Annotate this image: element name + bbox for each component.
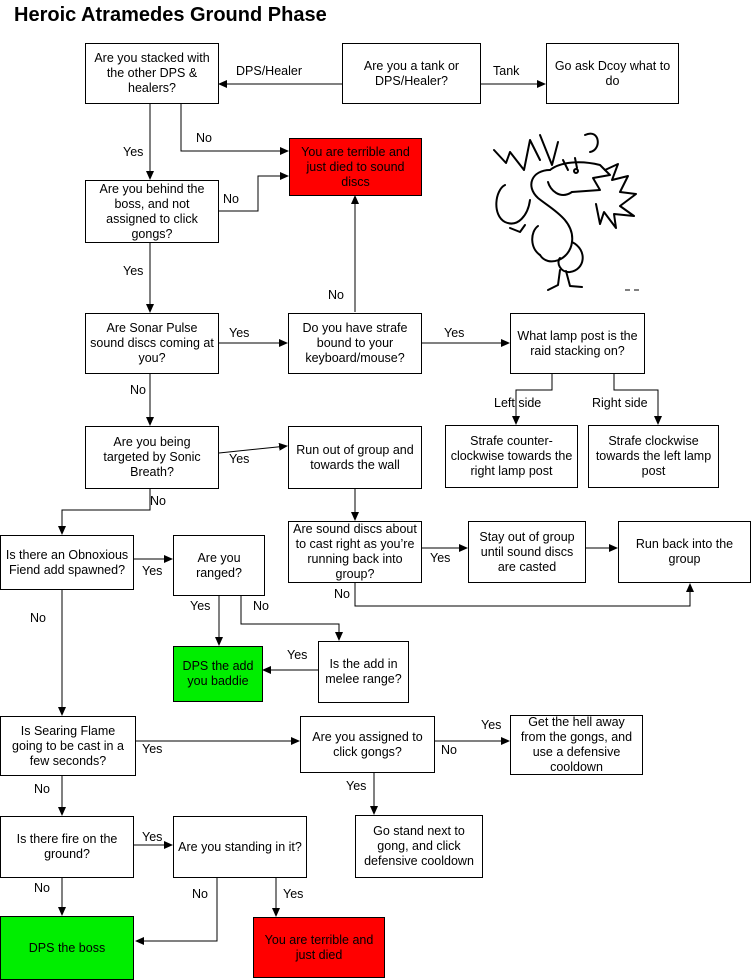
node-dps-add: DPS the add you baddie	[173, 646, 263, 702]
label-sonar-yes: Yes	[229, 326, 250, 340]
label-gongs-no: No	[441, 743, 457, 757]
label-stacked-no: No	[196, 131, 212, 145]
node-terrible-sound-discs: You are terrible and just died to sound …	[289, 138, 422, 196]
node-searing-flame: Is Searing Flame going to be cast in a f…	[0, 716, 136, 776]
edge-breath-no	[58, 489, 151, 535]
edge-right-side	[613, 374, 662, 425]
label-right-side: Right side	[592, 396, 648, 410]
node-lamp-post: What lamp post is the raid stacking on?	[510, 313, 645, 374]
node-sonic-breath: Are you being targeted by Sonic Breath?	[85, 426, 219, 489]
edge-ranged-no	[240, 596, 343, 641]
chart-title: Heroic Atramedes Ground Phase	[14, 4, 327, 26]
label-gongs-yes2: Yes	[346, 779, 367, 793]
node-get-away: Get the hell away from the gongs, and us…	[510, 715, 643, 775]
node-strafe-ccw: Strafe counter-clockwise towards the rig…	[445, 425, 578, 488]
label-stacked-yes: Yes	[123, 145, 144, 159]
label-ranged-no: No	[253, 599, 269, 613]
label-discs-no: No	[334, 587, 350, 601]
label-breath-no: No	[150, 494, 166, 508]
label-strafe-no: No	[328, 288, 344, 302]
label-fire-yes: Yes	[142, 830, 163, 844]
node-stand-gong: Go stand next to gong, and click defensi…	[355, 815, 483, 878]
node-strafe-cw: Strafe clockwise towards the left lamp p…	[588, 425, 719, 488]
label-left-side: Left side	[494, 396, 542, 410]
label-melee-yes: Yes	[287, 648, 308, 662]
edge-stacked-no	[180, 104, 289, 155]
node-terrible-died: You are terrible and just died	[253, 917, 385, 978]
label-tank: Tank	[493, 64, 520, 78]
edge-left-side	[512, 374, 553, 425]
node-tank-or-dps: Are you a tank or DPS/Healer?	[342, 43, 481, 104]
edge-discs-no	[354, 583, 694, 607]
node-assigned-gongs: Are you assigned to click gongs?	[300, 716, 435, 773]
node-stay-out: Stay out of group until sound discs are …	[468, 521, 586, 583]
node-dps-boss: DPS the boss	[0, 916, 134, 980]
label-strafe-yes: Yes	[444, 326, 465, 340]
label-searing-no: No	[34, 782, 50, 796]
label-fiend-no: No	[30, 611, 46, 625]
label-gongs-yes: Yes	[481, 718, 502, 732]
node-melee-range: Is the add in melee range?	[318, 641, 409, 703]
node-ranged: Are you ranged?	[173, 535, 265, 596]
node-obnoxious-fiend: Is there an Obnoxious Fiend add spawned?	[0, 535, 134, 590]
label-sonar-no: No	[130, 383, 146, 397]
edge-behind-no	[219, 172, 289, 212]
label-breath-yes: Yes	[229, 452, 250, 466]
node-run-out: Run out of group and towards the wall	[288, 426, 422, 489]
dragon-illustration	[493, 132, 637, 291]
node-standing-in: Are you standing in it?	[173, 816, 307, 878]
label-standing-yes: Yes	[283, 887, 304, 901]
node-strafe-bound: Do you have strafe bound to your keyboar…	[288, 313, 422, 374]
label-behind-yes: Yes	[123, 264, 144, 278]
label-standing-no: No	[192, 887, 208, 901]
node-ask-dcoy: Go ask Dcoy what to do	[546, 43, 679, 104]
node-discs-cast: Are sound discs about to cast right as y…	[288, 521, 422, 583]
node-run-back: Run back into the group	[618, 521, 751, 583]
label-fiend-yes: Yes	[142, 564, 163, 578]
label-behind-no: No	[223, 192, 239, 206]
label-discs-yes: Yes	[430, 551, 451, 565]
label-fire-no: No	[34, 881, 50, 895]
node-sonar-pulse: Are Sonar Pulse sound discs coming at yo…	[85, 313, 219, 374]
edge-breath-yes	[218, 442, 288, 454]
edge-standing-no	[135, 878, 218, 945]
node-stacked: Are you stacked with the other DPS & hea…	[85, 43, 219, 104]
label-ranged-yes: Yes	[190, 599, 211, 613]
node-fire-ground: Is there fire on the ground?	[0, 816, 134, 878]
label-searing-yes: Yes	[142, 742, 163, 756]
label-dps-healer: DPS/Healer	[236, 64, 302, 78]
node-behind-boss: Are you behind the boss, and not assigne…	[85, 180, 219, 243]
